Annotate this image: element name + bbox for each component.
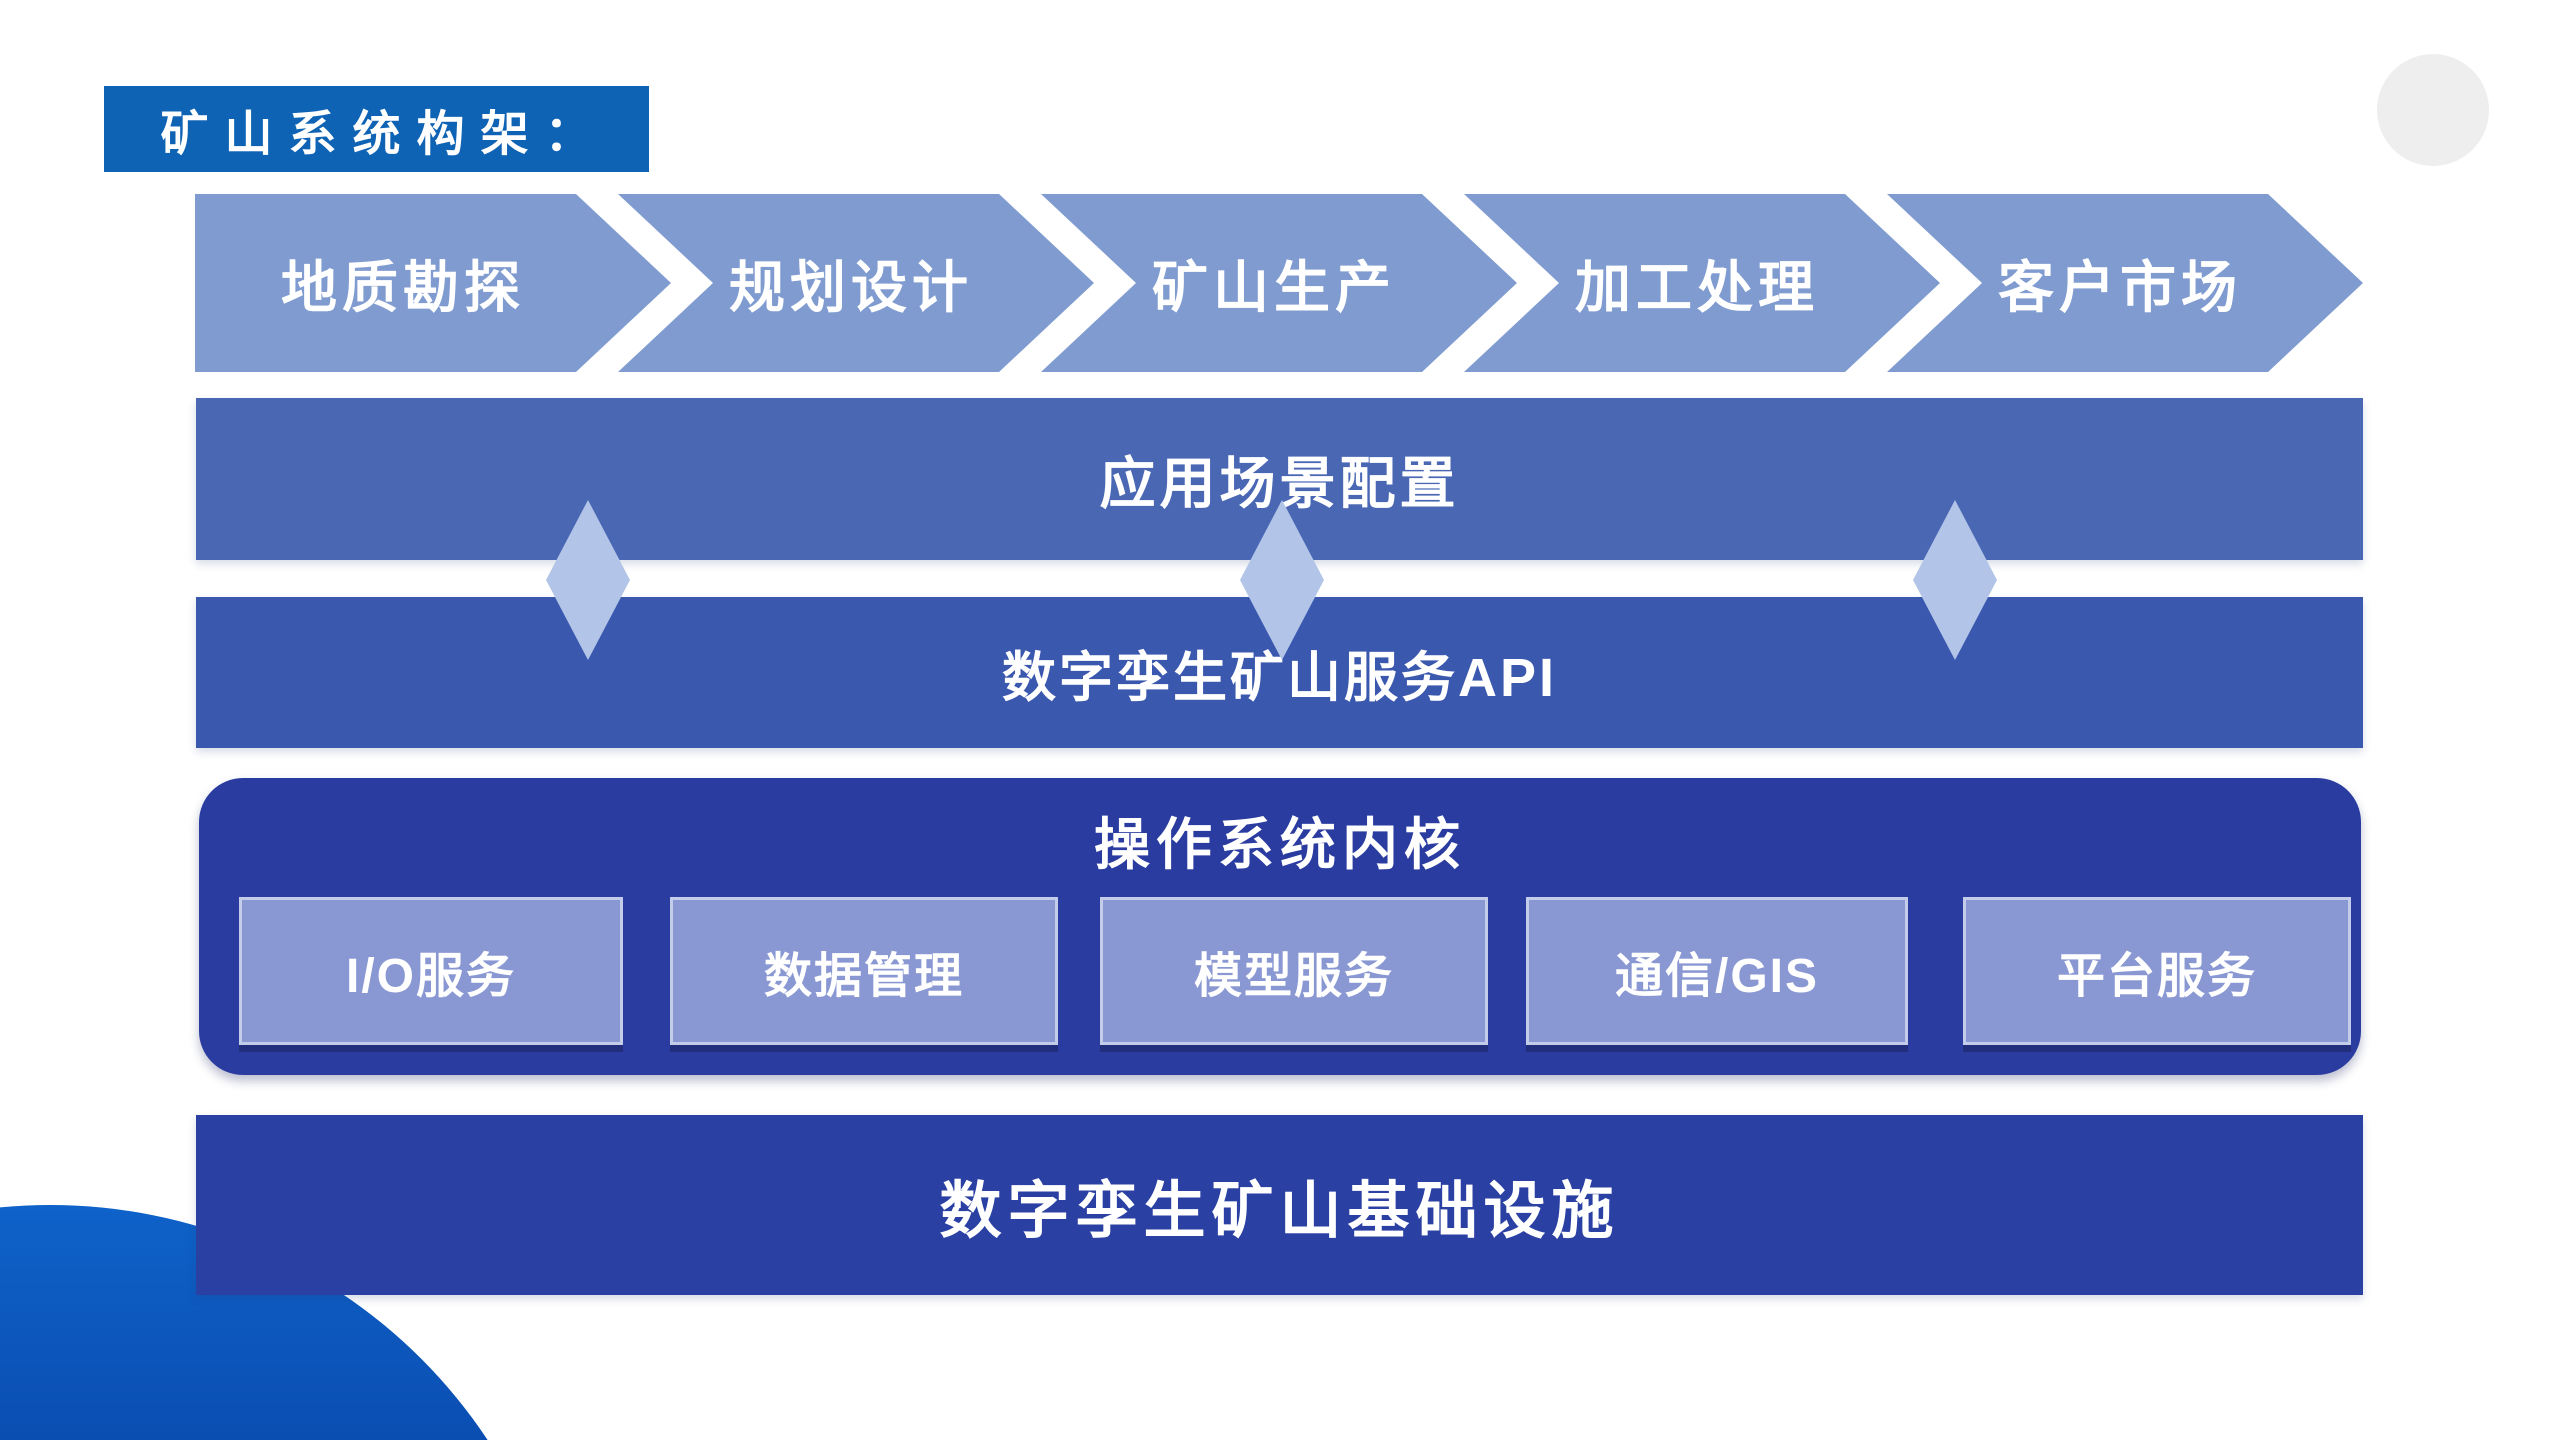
process-step-label: 规划设计 (729, 255, 973, 319)
slide-title-box: 矿山系统构架： (104, 86, 649, 172)
process-step-production: 矿山生产 (1041, 194, 1517, 372)
kernel-module-label: 通信/GIS (1614, 950, 1820, 1003)
process-step-label: 客户市场 (1998, 255, 2242, 319)
process-step-planning: 规划设计 (618, 194, 1094, 372)
process-step-exploration: 地质勘探 (195, 194, 671, 372)
layer-infrastructure-label: 数字孪生矿山基础设施 (939, 1177, 1620, 1246)
kernel-module-label: I/O服务 (345, 950, 516, 1003)
process-step-label: 加工处理 (1575, 255, 1819, 319)
kernel-module-data: 数据管理 (670, 897, 1058, 1045)
kernel-module-model: 模型服务 (1100, 897, 1488, 1045)
process-step-label: 地质勘探 (281, 255, 525, 319)
process-step-market: 客户市场 (1887, 194, 2363, 372)
layer-infrastructure: 数字孪生矿山基础设施 (196, 1115, 2363, 1295)
layer-application-label: 应用场景配置 (1099, 451, 1460, 515)
kernel-module-label: 平台服务 (2056, 950, 2257, 1003)
process-step-processing: 加工处理 (1464, 194, 1940, 372)
process-step-label: 矿山生产 (1152, 255, 1396, 319)
kernel-module-comm-gis: 通信/GIS (1526, 897, 1908, 1045)
kernel-module-io: I/O服务 (239, 897, 623, 1045)
kernel-module-platform: 平台服务 (1963, 897, 2351, 1045)
kernel-module-label: 模型服务 (1193, 950, 1394, 1003)
layer-service-api-label: 数字孪生矿山服务API (1001, 648, 1558, 708)
os-kernel-title: 操作系统内核 (1094, 813, 1466, 876)
layer-os-kernel: 操作系统内核 I/O服务 数据管理 模型服务 通信/GIS 平台服务 (199, 778, 2361, 1075)
slide-title: 矿山系统构架： (160, 108, 609, 161)
kernel-module-label: 数据管理 (763, 950, 964, 1003)
gray-circle-decoration (2377, 54, 2489, 166)
